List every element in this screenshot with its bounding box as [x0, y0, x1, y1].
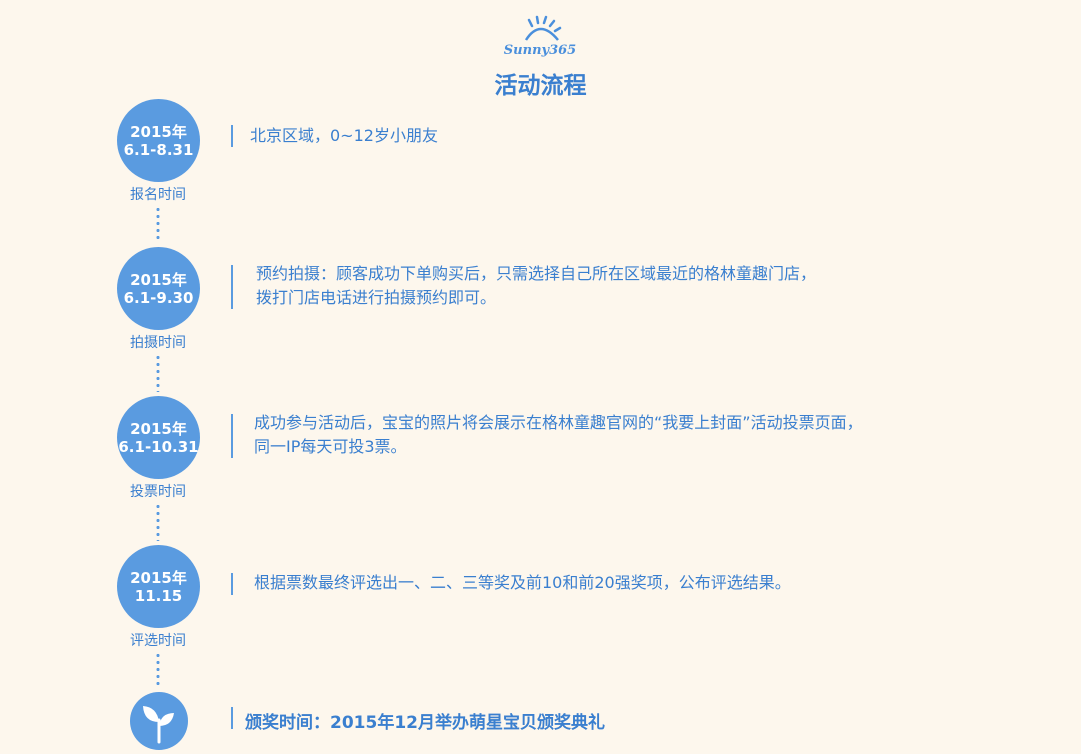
step-bar: [231, 414, 233, 458]
step-description-line: 北京区域，0~12岁小朋友: [250, 126, 438, 145]
step-date-circle: 2015年 6.1-8.31: [117, 99, 200, 182]
step-bar: [231, 265, 233, 309]
step-description-line: 拨打门店电话进行拍摄预约即可。: [256, 288, 497, 307]
page-title: 活动流程: [494, 73, 587, 99]
step-year: 2015年: [130, 122, 187, 141]
sprout-icon: [143, 706, 174, 744]
step-date-circle: 2015年 6.1-10.31: [117, 396, 200, 479]
timeline-dots: [156, 354, 160, 392]
award-text: 颁奖时间：2015年12月举办萌星宝贝颁奖典礼: [245, 713, 605, 733]
step-year: 2015年: [130, 568, 187, 587]
timeline-dots: [156, 206, 160, 243]
step-description-line: 同一IP每天可投3票。: [254, 437, 407, 456]
step-bar: [231, 573, 233, 595]
step-description: 根据票数最终评选出一、二、三等奖及前10和前20强奖项，公布评选结果。: [254, 571, 791, 595]
step-description-line: 预约拍摄：顾客成功下单购买后，只需选择自己所在区域最近的格林童趣门店，: [256, 264, 817, 283]
step-date: 6.1-9.30: [123, 288, 194, 307]
step-date: 6.1-10.31: [118, 437, 199, 456]
step-date-circle: 2015年 11.15: [117, 545, 200, 628]
step-label: 评选时间: [130, 633, 186, 649]
logo: Sunny365: [500, 14, 580, 60]
step-label: 报名时间: [130, 187, 186, 203]
step-year: 2015年: [130, 419, 187, 438]
sun-icon: [524, 15, 562, 41]
award-circle: [130, 692, 188, 750]
step-label: 投票时间: [130, 484, 186, 500]
step-label: 拍摄时间: [130, 335, 186, 351]
step-description: 北京区域，0~12岁小朋友: [250, 124, 438, 148]
step-date: 11.15: [134, 586, 183, 605]
step-year: 2015年: [130, 270, 187, 289]
step-description: 预约拍摄：顾客成功下单购买后，只需选择自己所在区域最近的格林童趣门店， 拨打门店…: [256, 262, 816, 310]
timeline-dots: [156, 503, 160, 541]
timeline-dots: [156, 652, 160, 688]
step-description: 成功参与活动后，宝宝的照片将会展示在格林童趣官网的“我要上封面”活动投票页面， …: [254, 411, 863, 459]
logo-text: Sunny365: [503, 43, 577, 58]
step-bar: [231, 707, 233, 729]
step-bar: [231, 125, 233, 147]
step-date-circle: 2015年 6.1-9.30: [117, 247, 200, 330]
step-description-line: 根据票数最终评选出一、二、三等奖及前10和前20强奖项，公布评选结果。: [254, 573, 791, 592]
step-date: 6.1-8.31: [123, 140, 194, 159]
step-description-line: 成功参与活动后，宝宝的照片将会展示在格林童趣官网的“我要上封面”活动投票页面，: [254, 413, 863, 432]
